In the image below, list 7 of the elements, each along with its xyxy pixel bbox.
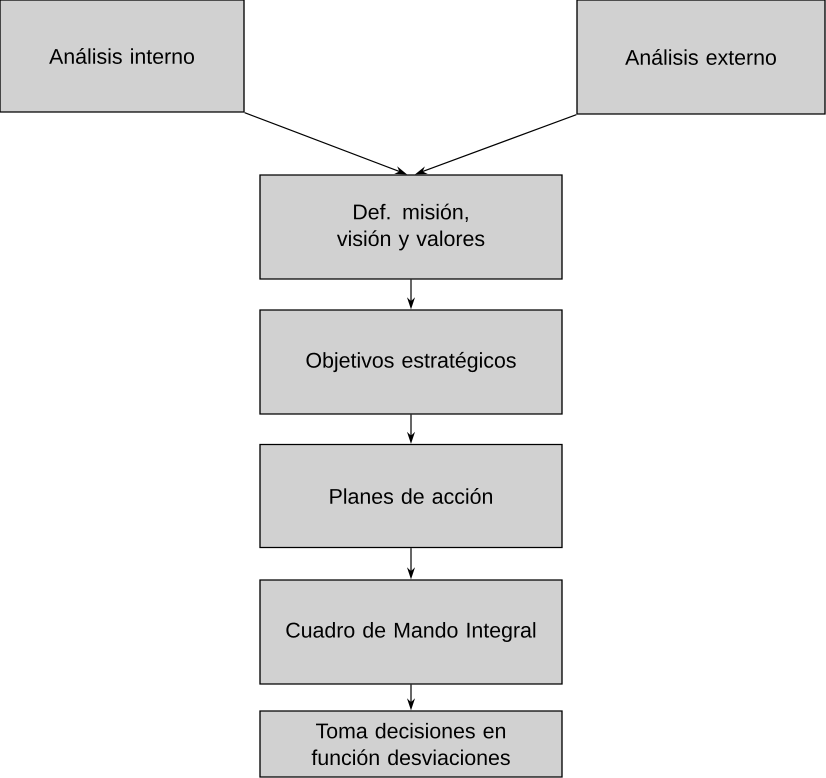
process-box: Objetivos estratégicos: [259, 309, 563, 415]
process-box: Análisis externo: [576, 0, 826, 115]
process-box: Cuadro de Mando Integral: [259, 579, 563, 685]
process-box: Análisis interno: [0, 0, 245, 113]
process-box: Toma decisiones en función desviaciones: [259, 710, 563, 778]
process-box: Planes de acción: [259, 444, 563, 548]
process-box: Def. misión, visión y valores: [259, 174, 563, 280]
